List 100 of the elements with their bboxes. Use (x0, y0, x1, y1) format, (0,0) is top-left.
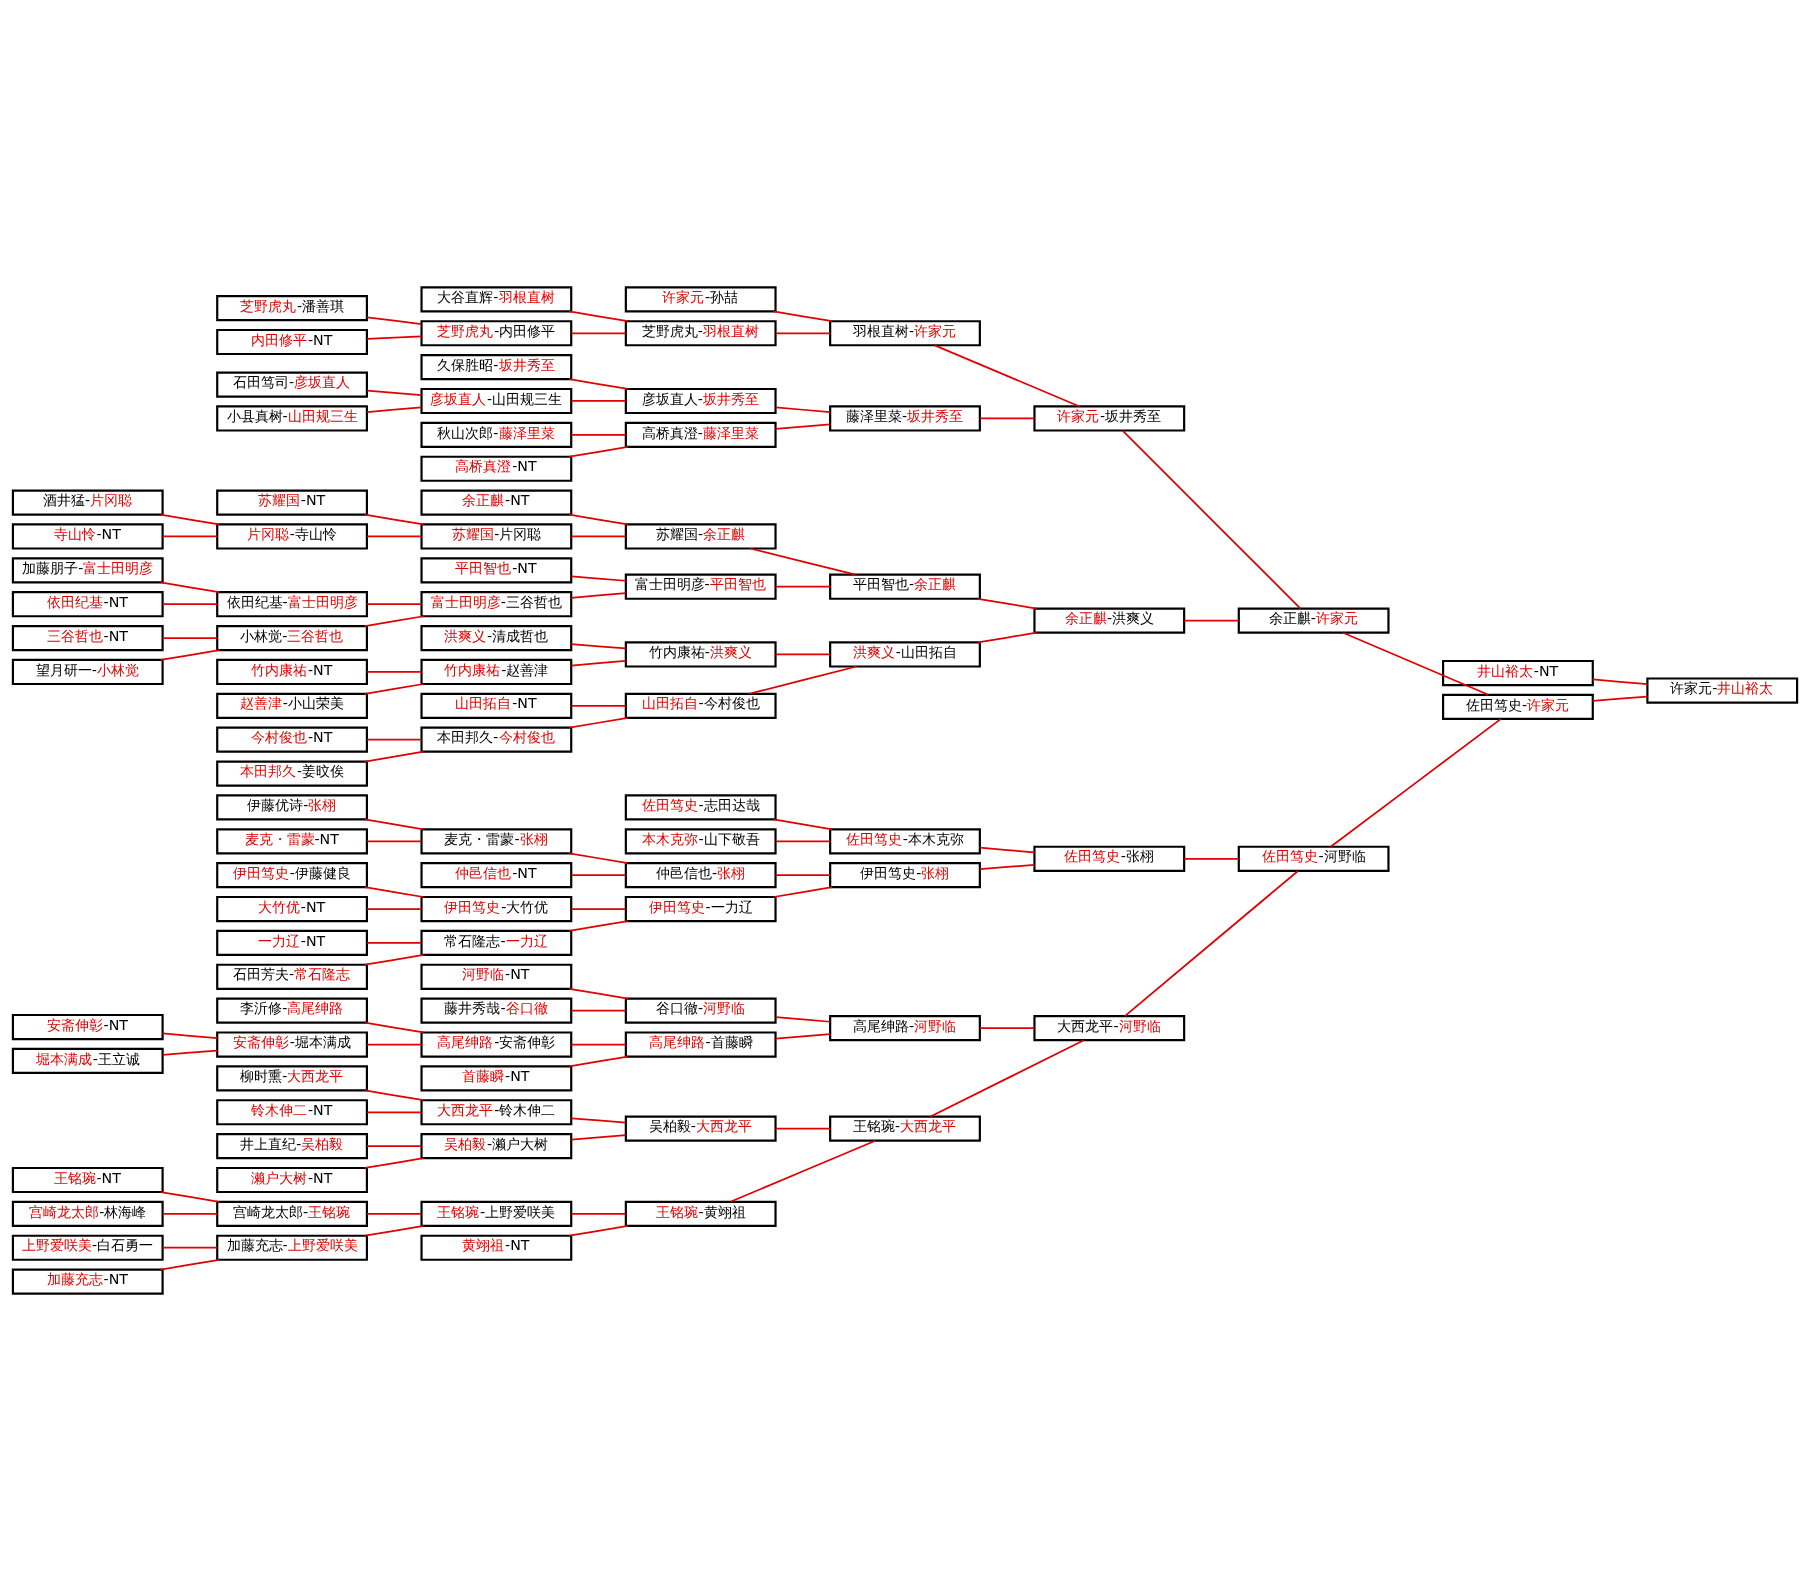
connector (1183, 857, 1240, 860)
node-box: 伊田笃史-一力辽 (624, 895, 777, 923)
node-box: 大西龙平-铃木伸二 (420, 1099, 573, 1126)
node-box: 本田邦久-姜旼俟 (216, 760, 368, 787)
connector (366, 908, 423, 910)
node-box: 小县真树-山田规三生 (216, 405, 368, 432)
node-box: 加藤充志-上野爱咲美 (216, 1234, 368, 1261)
node-box: 安斋伸彰-堀本满成 (216, 1031, 368, 1058)
connector (159, 581, 221, 594)
connector (570, 704, 627, 707)
connector (1183, 619, 1240, 622)
connector (366, 1043, 423, 1046)
connector (570, 643, 627, 650)
node-box: 大谷直辉-羽根直树 (420, 286, 573, 313)
node-box: 宫崎龙太郎-林海峰 (11, 1200, 164, 1227)
node-box: 苏耀国-余正麒 (624, 523, 777, 550)
connector (570, 1117, 627, 1124)
node-box: 谷口徹-河野临 (624, 997, 777, 1024)
node-box: 李沂修-高尾绅路 (216, 997, 368, 1024)
connector (772, 310, 833, 323)
node-box: 富士田明彦-三谷哲也 (420, 591, 573, 618)
node-box: 佐田笃史-河野临 (1237, 845, 1390, 872)
node-box: 首藤瞬-NT (420, 1065, 573, 1092)
connector (977, 631, 1038, 644)
node-box: 石田芳夫-常石隆志 (216, 963, 368, 990)
node-box: 芝野虎丸-羽根直树 (624, 320, 777, 347)
node-box: 小林觉-三谷哲也 (216, 624, 368, 652)
connector (929, 1039, 1085, 1118)
connector (570, 660, 627, 667)
node-box: 上野爱咲美-白石勇一 (11, 1234, 164, 1261)
connector (364, 1089, 425, 1102)
connector (570, 1043, 627, 1046)
connector (161, 603, 219, 606)
node-box: 彦坂直人-坂井秀至 (624, 387, 777, 415)
connector (774, 1016, 831, 1023)
node-box: 柳时熏-大西龙平 (216, 1065, 368, 1092)
node-box: 久保胜昭-坂井秀至 (420, 354, 573, 381)
node-box: 宫崎龙太郎-王铭琬 (216, 1200, 368, 1227)
connector (568, 1055, 629, 1068)
connector (159, 1258, 221, 1271)
connector (364, 818, 425, 831)
node-box: 井山裕太-NT (1442, 659, 1594, 687)
connector (568, 1225, 629, 1237)
node-box: 本田邦久-今村俊也 (420, 726, 573, 753)
connector (568, 852, 629, 864)
connector (1342, 631, 1490, 696)
connector (568, 378, 629, 390)
connector (1329, 718, 1502, 848)
connector (364, 886, 425, 898)
node-box: 高桥真澄-藤泽里菜 (624, 421, 777, 448)
node-box: 秋山次郎-藤泽里菜 (420, 421, 573, 448)
node-box: 余正麒-许家元 (1237, 607, 1390, 634)
node-box: 大西龙平-河野临 (1033, 1015, 1186, 1042)
connector (366, 335, 423, 340)
node-box: 吴柏毅-大西龙平 (624, 1115, 777, 1142)
connector (570, 874, 627, 877)
connector (366, 406, 423, 413)
node-box: 加藤充志-NT (11, 1268, 164, 1295)
connector (570, 535, 627, 538)
connector (774, 1127, 831, 1130)
connector (568, 513, 629, 526)
node-box: 王铭琬-NT (11, 1166, 164, 1194)
node-box: 常石隆志-一力辽 (420, 929, 573, 957)
connector (774, 423, 831, 430)
node-box: 赵善津-小山荣美 (216, 692, 368, 719)
connector (364, 1021, 425, 1034)
node-box: 依田纪基-富士田明彦 (216, 591, 368, 618)
node-box: 寺山怜-NT (11, 523, 164, 550)
node-box: 河野临-NT (420, 963, 573, 990)
node-box: 一力辽-NT (216, 929, 368, 957)
node-box: 羽根直树-许家元 (829, 320, 981, 347)
connector (1121, 429, 1302, 610)
connector (570, 592, 627, 599)
connector (366, 671, 423, 673)
connector (366, 603, 423, 606)
connector (570, 400, 627, 402)
node-box: 余正麒-NT (420, 489, 573, 516)
node-box: 石田笃司-彦坂直人 (216, 371, 368, 398)
connector (979, 863, 1036, 871)
connector (364, 1225, 425, 1237)
node-box: 竹内康祐-赵善津 (420, 658, 573, 686)
connector (979, 846, 1036, 854)
node-box: 濑户大树-NT (216, 1166, 368, 1194)
connector (161, 1032, 219, 1039)
node-box: 许家元-坂井秀至 (1033, 405, 1186, 432)
node-box: 大竹优-NT (216, 895, 368, 923)
connector (568, 717, 629, 729)
connector (366, 942, 423, 944)
node-box: 山田拓自-今村俊也 (624, 692, 777, 719)
node-box: 彦坂直人-山田规三生 (420, 387, 573, 415)
node-box: 王铭琬-大西龙平 (829, 1115, 981, 1142)
node-box: 竹内康祐-NT (216, 658, 368, 686)
connector (161, 535, 219, 538)
node-box: 芝野虎丸-内田修平 (420, 320, 573, 347)
connector (364, 750, 425, 763)
node-box: 今村俊也-NT (216, 726, 368, 753)
node-box: 芝野虎丸-潘善琪 (216, 295, 368, 322)
node-box: 麦克・雷蒙-张栩 (420, 828, 573, 855)
connector (159, 513, 221, 526)
node-box: 麦克・雷蒙-NT (216, 828, 368, 855)
